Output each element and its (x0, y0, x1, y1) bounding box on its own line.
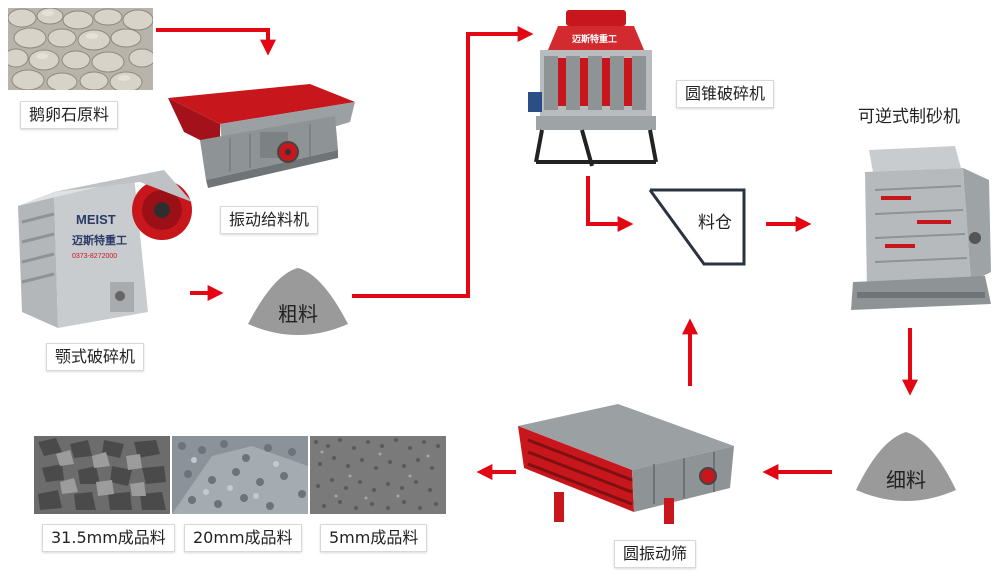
label-sand-maker: 可逆式制砂机 (858, 107, 960, 127)
silo-label: 料仓 (698, 213, 732, 233)
cone-company-text: 迈斯特重工 (572, 33, 617, 45)
product-photo-31-5mm (34, 436, 170, 514)
product-photo-20mm (172, 436, 308, 514)
coarse-material-label: 粗料 (278, 302, 318, 326)
vibrating-feeder-image (160, 80, 360, 190)
label-product-5mm: 5mm成品料 (320, 524, 428, 552)
jaw-company-text: 迈斯特重工 (72, 233, 127, 247)
silo-shape: 料仓 (646, 186, 750, 268)
sand-maker-image (845, 142, 995, 314)
cone-crusher-image: 迈斯特重工 (522, 6, 662, 170)
jaw-phone-text: 0373-8272000 (72, 253, 117, 260)
product-photo-5mm (310, 436, 446, 514)
label-jaw-crusher: 颚式破碎机 (46, 343, 145, 371)
label-cone-crusher: 圆锥破碎机 (676, 80, 775, 108)
arrow-cone-to-silo (586, 176, 634, 232)
coarse-material-pile: 粗料 (244, 264, 352, 340)
label-screen: 圆振动筛 (614, 540, 697, 568)
fine-material-label: 细料 (886, 468, 926, 492)
vibrating-screen-image (514, 400, 742, 528)
label-raw-material: 鹅卵石原料 (20, 101, 119, 129)
fine-material-pile: 细料 (852, 428, 960, 506)
jaw-crusher-image: MEIST 迈斯特重工 0373-8272000 (14, 162, 194, 338)
arrow-raw-to-feeder (156, 28, 276, 56)
label-feeder: 振动给料机 (220, 206, 319, 234)
label-product-31-5mm: 31.5mm成品料 (42, 524, 175, 552)
jaw-brand-text: MEIST (76, 212, 116, 227)
pebble-raw-material-photo (8, 8, 153, 90)
arrow-coarse-to-cone (352, 26, 534, 298)
label-product-20mm: 20mm成品料 (184, 524, 302, 552)
